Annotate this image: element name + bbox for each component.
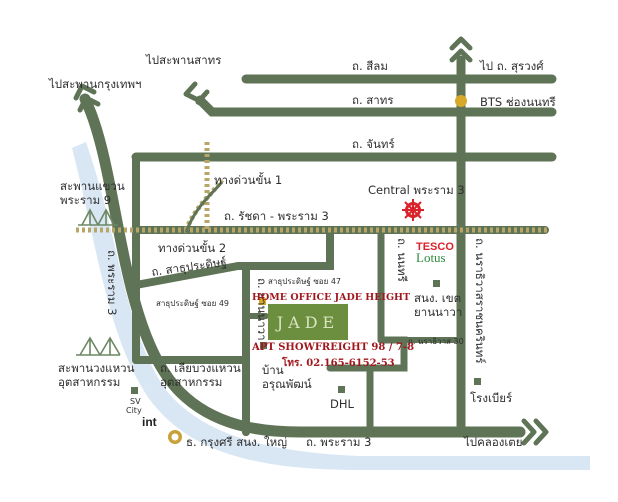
jade-building [268,304,348,340]
label-sathorn-rd: ถ. สาทร [352,93,394,107]
label-ban-arunphat-1: บ้าน [262,363,284,377]
label-krungsri: ธ. กรุงศรี สนง. ใหญ่ [186,435,287,449]
ban-arunphat-marker [260,342,267,349]
dhl-marker [338,386,345,393]
label-central: Central พระราม 3 [368,183,465,197]
double-chevron-right-icon [521,418,549,446]
sv-city-marker [131,387,138,394]
lotus-logo: Lotus [416,250,446,265]
label-soi49: สาธุประดิษฐ์ ซอย 49 [156,298,229,308]
label-industrial-rd-1: ถ. เลียบวงแหวน [160,361,241,375]
jade-logo: JADE [275,313,339,332]
label-home-office: HOME OFFICE JADE HEIGHT [252,292,410,303]
label-expressway-2: ทางด่วนขั้น 2 [158,240,226,255]
label-soi47: สาธุประดิษฐ์ ซอย 47 [268,276,341,286]
tesco-logo: TESCO [416,241,454,253]
label-narathiwat-rd: ถ. นราธิวาสราชนครินทร์ [473,238,487,364]
label-yannawa-rd: ถ. ยานนาวา [255,278,269,341]
label-brewery: โรงเบียร์ [470,391,512,405]
brewery-marker [474,378,481,385]
label-to-sathorn-bridge: ไปสะพานสาทร [145,53,221,67]
label-expressway-1: ทางด่วนขั้น 1 [214,172,282,187]
central-logo-icon [402,199,424,221]
label-ban-arunphat-2: อรุณพัฒน์ [262,377,312,391]
label-rama3-left: ถ. พระราม 3 [105,250,119,315]
label-narathiwat-30: ถ. นราธิวาส 30 [408,337,464,346]
label-rama9-bridge-2: พระราม 9 [60,193,111,207]
label-rama9-bridge-1: สะพานแขวน [60,179,125,193]
label-sv-city-1: SV [130,397,141,406]
road-sathu-pradit [132,226,334,289]
suspension-bridge-icon [76,336,121,356]
label-chan-rd: ถ. จันทร์ [352,137,395,151]
double-arrow-left-icon [183,81,213,111]
label-yannawa-district-2: ยานนาวา [414,305,462,319]
label-to-krungthep-bridge: ไปสะพานกรุงเทพฯ [48,77,141,91]
double-chevron-up-icon [449,36,473,63]
home-office-marker [259,298,266,305]
label-to-surawong: ไป ถ. สุรวงศ์ [479,59,544,73]
road-rama3-curve [79,93,526,438]
label-yannawa-district-1: สนง. เขต [414,291,461,305]
bts-station-icon [455,95,467,107]
label-industrial-bridge-2: อุตสาหกรรม [58,375,120,389]
label-rama3-bottom: ถ. พระราม 3 [306,435,371,449]
label-apt-showfreight: APT SHOWFREIGHT 98 / 7-8 [251,342,414,353]
label-silom-rd: ถ. สีลม [352,59,388,73]
yannawa-district-marker [433,280,440,287]
double-arrow-up-left-icon [73,83,101,113]
label-industrial-rd-2: อุตสาหกรรม [160,375,222,389]
label-ratchada-rama3: ถ. รัชดา - พระราม 3 [224,209,329,223]
label-nonsi-rd: ถ. นนทรี [395,238,409,282]
krungsri-logo-icon [168,430,182,444]
label-bts: BTS ช่องนนทรี [480,95,556,109]
suspension-bridge-icon [78,208,118,226]
int-logo: int [142,415,157,429]
label-to-khlong-toei: ไปคลองเตย [463,435,522,449]
label-phone: โทร. 02.165-6152-53 [281,356,395,369]
label-industrial-bridge-1: สะพานวงแหวน [58,361,135,375]
label-sv-city-2: City [126,406,142,415]
label-dhl: DHL [330,397,355,411]
